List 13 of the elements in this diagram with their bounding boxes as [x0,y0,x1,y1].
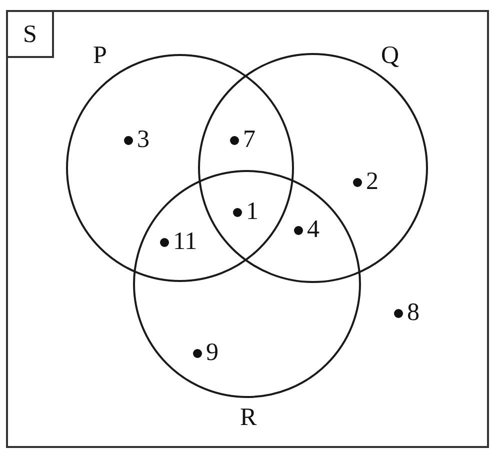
universal-set-frame [6,10,489,448]
element-number: 8 [407,300,420,325]
element-number: 1 [246,199,258,224]
element-number: 2 [366,169,378,194]
set-label: R [240,405,257,430]
element-number: 9 [206,340,218,365]
element-number: 3 [137,127,150,152]
element-number: 7 [243,127,256,152]
set-label: P [93,43,107,68]
universal-set-label: S [6,10,54,58]
element-number: 11 [173,229,198,254]
element-number: 4 [307,217,320,242]
set-label: Q [381,43,400,68]
